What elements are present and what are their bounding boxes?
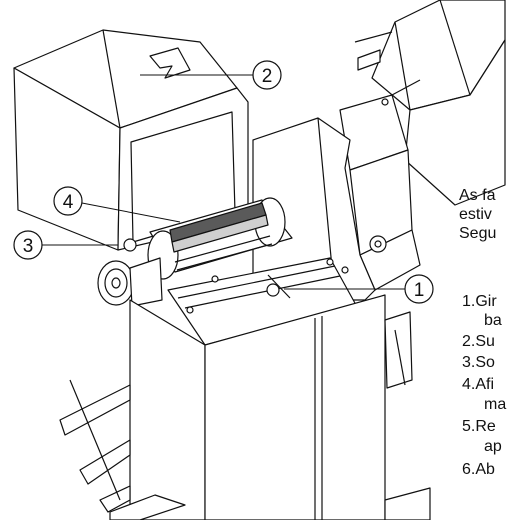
callout-circle-3 bbox=[13, 230, 43, 260]
base-frame bbox=[59, 379, 186, 520]
intro-line-3: Segu bbox=[459, 225, 497, 242]
callout-label-1: 1 bbox=[414, 280, 425, 301]
right-plate bbox=[384, 311, 431, 520]
step-line-3: 3.So bbox=[462, 354, 495, 371]
right-hopper bbox=[354, 0, 506, 206]
left-hopper bbox=[13, 29, 249, 251]
callout-leader-4 bbox=[81, 202, 181, 223]
step-line-6: 6.Ab bbox=[462, 461, 495, 478]
callout-circle-4 bbox=[53, 186, 83, 216]
callout-circle-2 bbox=[252, 60, 282, 90]
step-line-1b: ba bbox=[484, 312, 502, 329]
intro-line-2: estiv bbox=[459, 206, 492, 223]
callout-circle-1 bbox=[404, 274, 434, 304]
pulley bbox=[97, 257, 163, 307]
callout-label-4: 4 bbox=[63, 192, 74, 213]
step-line-1: 1.Gir bbox=[462, 293, 497, 310]
callout-label-2: 2 bbox=[262, 66, 273, 87]
callout-label-3: 3 bbox=[23, 236, 34, 257]
intro-line-1: As fa bbox=[459, 187, 496, 204]
machine-base bbox=[129, 294, 386, 520]
discharge-chute bbox=[339, 79, 421, 291]
step-line-5b: ap bbox=[484, 438, 502, 455]
step-line-2: 2.Su bbox=[462, 333, 495, 350]
step-line-5: 5.Re bbox=[462, 418, 496, 435]
step-line-4b: ma bbox=[484, 396, 507, 413]
step-line-4: 4.Afi bbox=[462, 376, 495, 393]
